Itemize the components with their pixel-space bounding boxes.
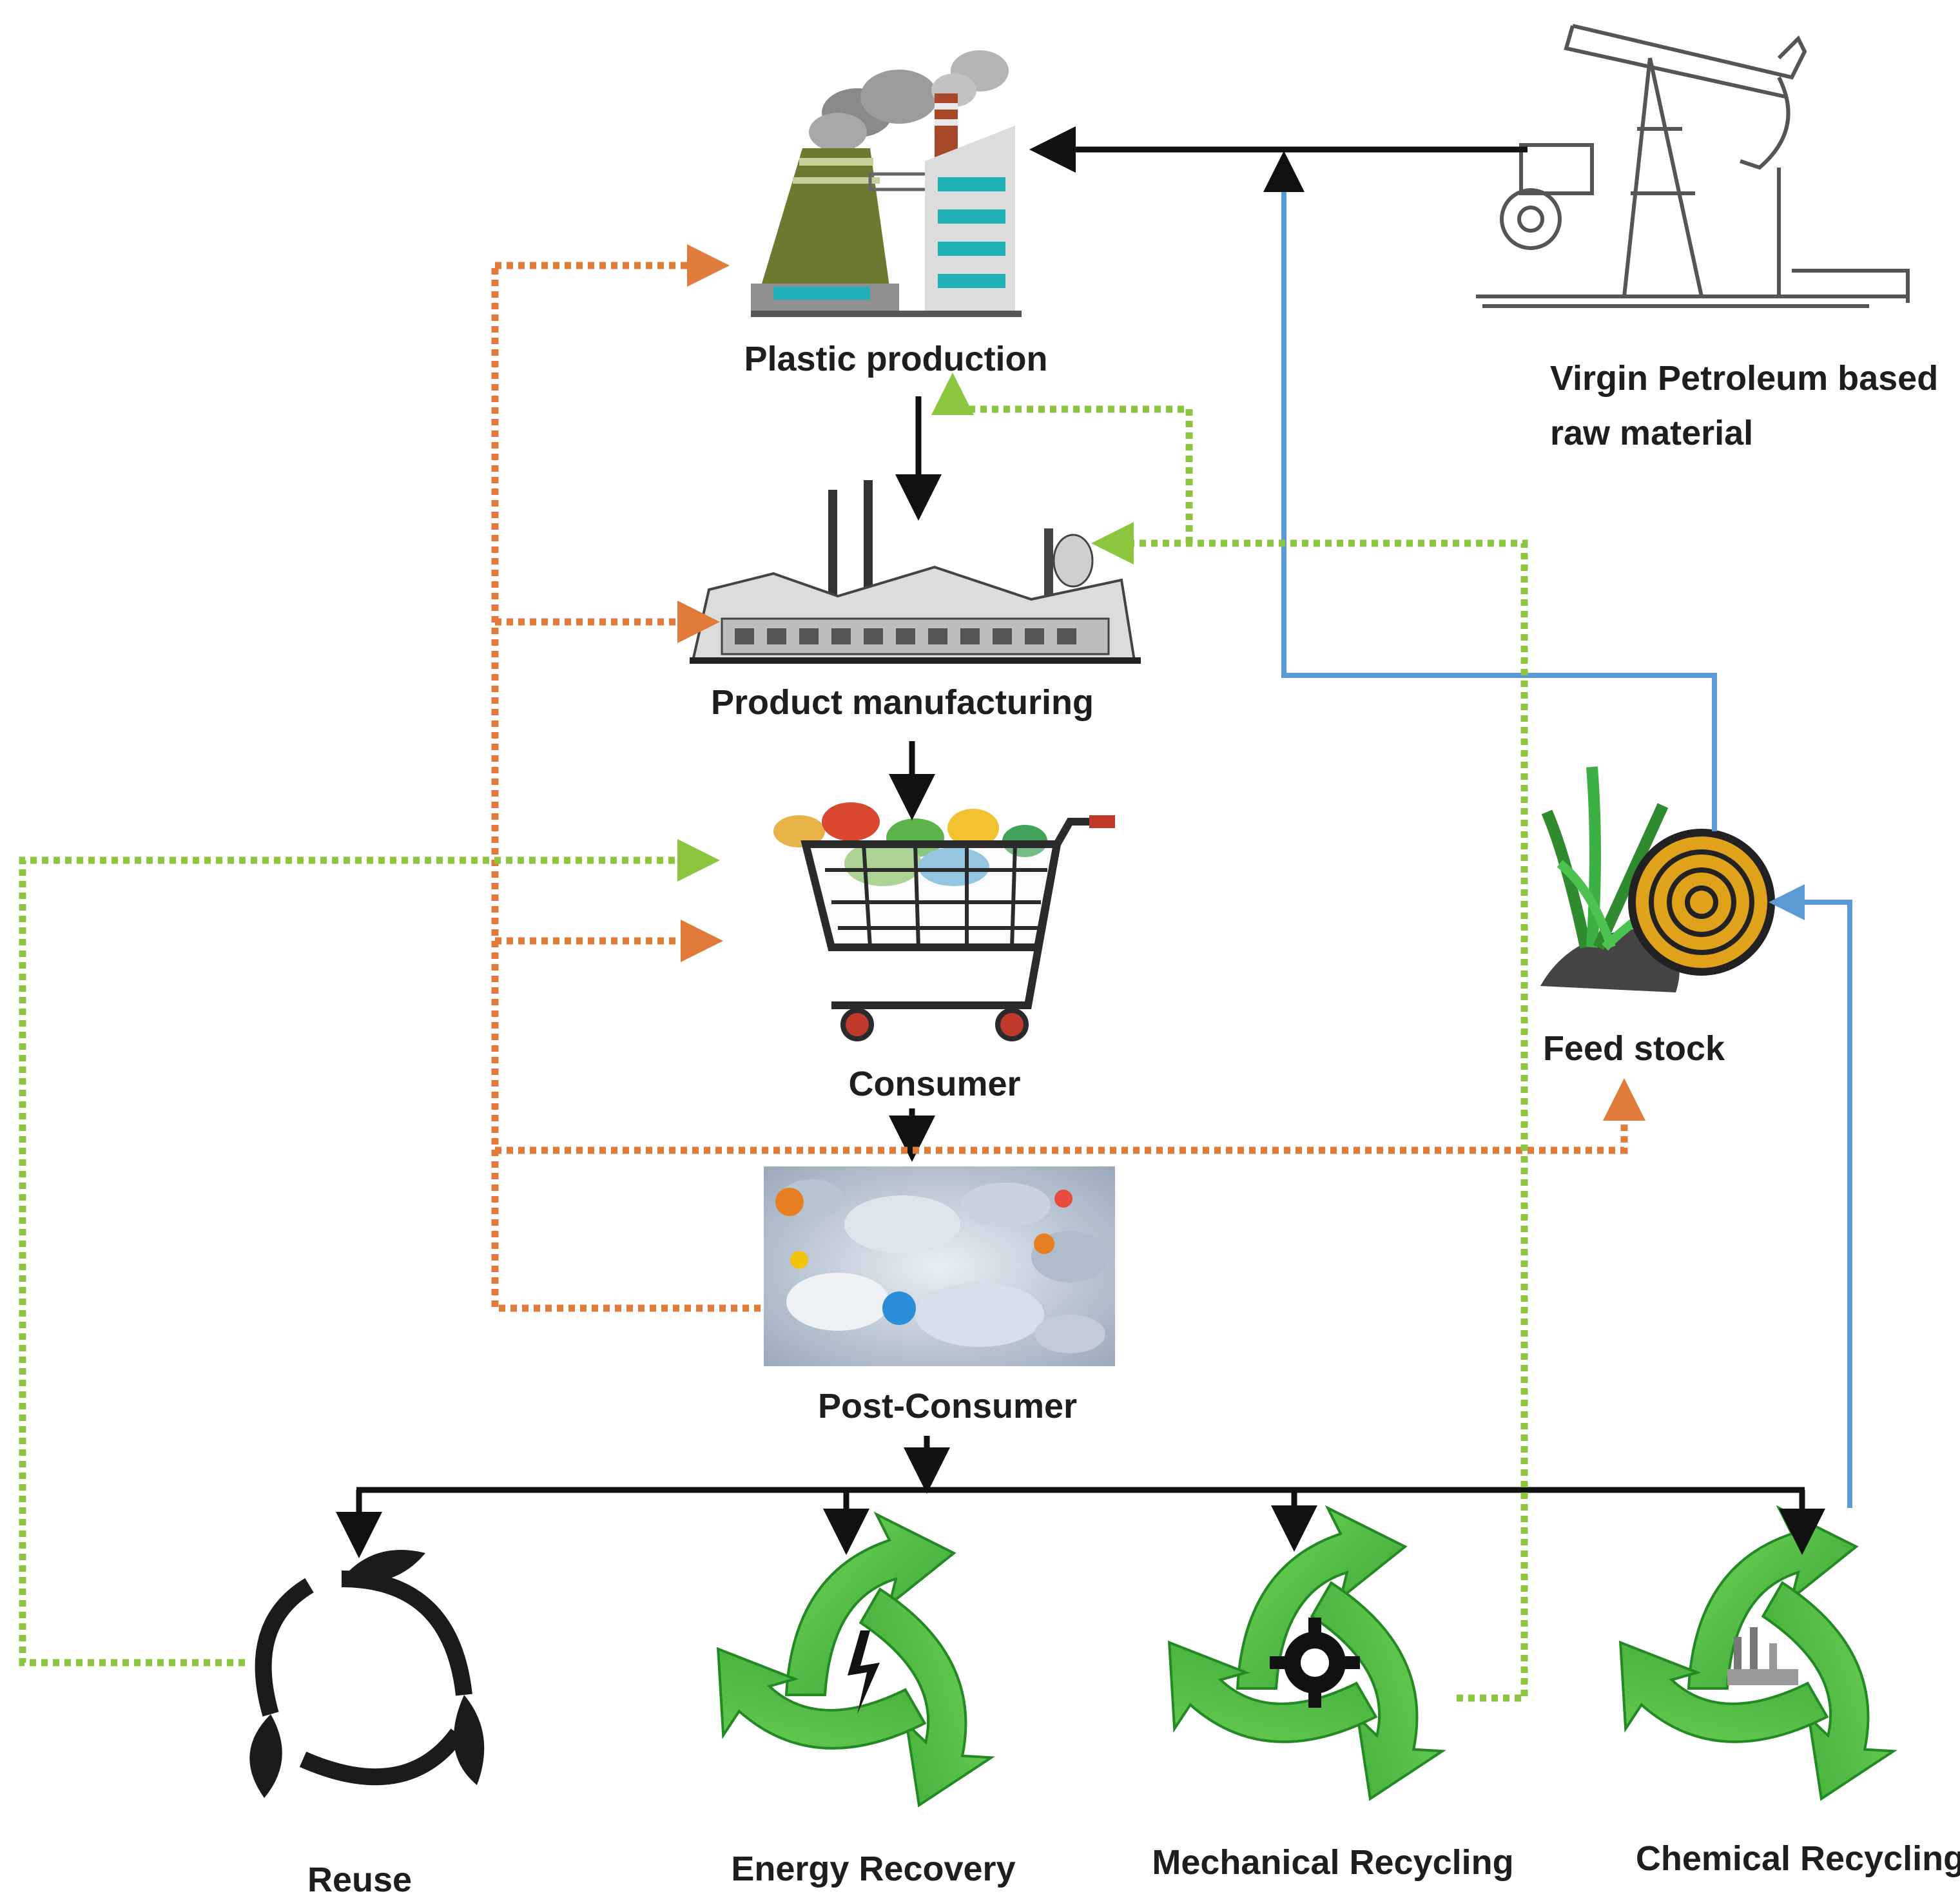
oil-pump-jack-icon xyxy=(1476,24,1910,308)
reuse-label: Reuse xyxy=(307,1860,412,1894)
virgin-material-label-line1: Virgin Petroleum based xyxy=(1550,359,1938,398)
product-manufacturing-label: Product manufacturing xyxy=(711,683,1094,722)
orange-dotted-arrows xyxy=(491,244,1645,1312)
virgin-material-label-line2: raw material xyxy=(1550,414,1753,452)
green-dotted-arrows xyxy=(19,372,1528,1702)
main-flow-arrows xyxy=(336,126,1825,1558)
chemical-recycling-icon xyxy=(1587,1508,1939,1818)
plastic-waste-image xyxy=(764,1166,1115,1366)
post-consumer-label: Post-Consumer xyxy=(818,1387,1077,1425)
plastic-factory-icon xyxy=(751,50,1022,317)
plastic-production-label: Plastic production xyxy=(744,340,1047,378)
manufacturing-plant-icon xyxy=(690,480,1141,664)
chemical-recycling-label: Chemical Recycling xyxy=(1636,1839,1960,1878)
mechanical-recycling-label: Mechanical Recycling xyxy=(1152,1843,1513,1882)
feed-stock-label: Feed stock xyxy=(1543,1029,1725,1068)
feedstock-icon xyxy=(1540,766,1775,992)
consumer-label: Consumer xyxy=(848,1065,1020,1103)
mechanical-recycling-icon xyxy=(1136,1508,1488,1818)
energy-recovery-icon xyxy=(684,1514,1036,1824)
reuse-icon xyxy=(249,1550,485,1798)
shopping-cart-icon xyxy=(773,802,1115,1041)
blue-flow-arrows xyxy=(1263,151,1852,1508)
energy-recovery-label: Energy Recovery xyxy=(731,1850,1015,1888)
